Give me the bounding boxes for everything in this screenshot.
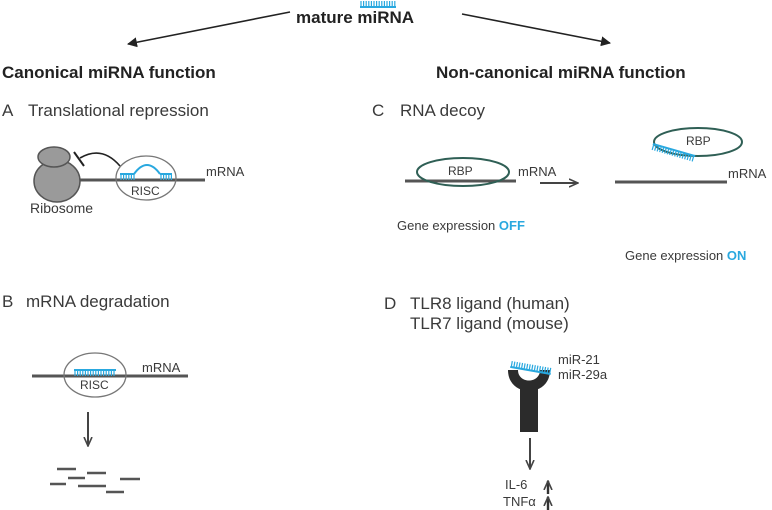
tlr-receptor bbox=[508, 370, 550, 432]
ribosome-label: Ribosome bbox=[30, 200, 94, 216]
panel-d-letter: D bbox=[384, 294, 397, 313]
panel-c-right-rbp-label: RBP bbox=[686, 134, 711, 148]
panel-c-right-mrna-label: mRNA bbox=[728, 166, 767, 181]
panel-c-right-rbp-oval bbox=[653, 127, 743, 157]
panel-c-graphic bbox=[405, 127, 743, 187]
panel-c-left-mrna-label: mRNA bbox=[518, 164, 557, 179]
panel-d-mirna bbox=[510, 361, 552, 375]
il6-label: IL-6 bbox=[505, 477, 528, 492]
mature-mirna-label: mature miRNA bbox=[296, 8, 415, 27]
gene-expression-on-text: Gene expression bbox=[625, 248, 724, 263]
panel-c-title: RNA decoy bbox=[400, 101, 486, 120]
inhibition-bar bbox=[73, 151, 85, 167]
panel-d-graphic bbox=[508, 361, 552, 510]
panel-b-title: mRNA degradation bbox=[26, 292, 170, 311]
mrna-fragments bbox=[50, 467, 140, 494]
panel-a-risc-label: RISC bbox=[131, 184, 160, 198]
off-label: OFF bbox=[498, 218, 525, 233]
panel-c-left-rbp-label: RBP bbox=[448, 164, 473, 178]
panel-a-title: Translational repression bbox=[28, 101, 209, 120]
arrow-to-noncanonical bbox=[461, 13, 611, 47]
panel-a-mirna bbox=[120, 164, 172, 180]
arrow-to-canonical bbox=[127, 11, 291, 48]
inhibition-arc bbox=[79, 152, 121, 167]
mir-29a-label: miR-29a bbox=[558, 367, 608, 382]
panel-b-graphic bbox=[32, 352, 188, 494]
panel-a-risc-oval bbox=[115, 155, 177, 201]
on-label: ON bbox=[726, 248, 747, 263]
panel-c-mirna bbox=[651, 142, 696, 162]
panel-a-letter: A bbox=[2, 101, 14, 120]
tnfa-label: TNFα bbox=[503, 494, 536, 509]
noncanonical-header: Non-canonical miRNA function bbox=[436, 63, 686, 82]
mir-21-label: miR-21 bbox=[558, 352, 600, 367]
canonical-header: Canonical miRNA function bbox=[2, 63, 216, 82]
panel-b-risc-label: RISC bbox=[80, 378, 109, 392]
gene-expression-off-text: Gene expression bbox=[397, 218, 496, 233]
panel-d-line2: TLR7 ligand (mouse) bbox=[410, 314, 569, 333]
panel-c-left-rbp-oval bbox=[416, 157, 510, 187]
gene-expression-off: Gene expression OFF bbox=[397, 218, 525, 233]
top-mirna-icon bbox=[360, 1, 396, 8]
panel-b-mirna bbox=[74, 369, 116, 376]
panel-b-mrna-label: mRNA bbox=[142, 360, 181, 375]
panel-b-risc-oval bbox=[63, 352, 127, 398]
gene-expression-on: Gene expression ON bbox=[625, 248, 746, 263]
panel-b-letter: B bbox=[2, 292, 14, 311]
ribosome-small-subunit bbox=[37, 146, 71, 168]
panel-d-line1: TLR8 ligand (human) bbox=[410, 294, 570, 313]
panel-a-mrna-label: mRNA bbox=[206, 164, 245, 179]
panel-c-letter: C bbox=[372, 101, 385, 120]
panel-a-graphic bbox=[33, 146, 205, 203]
